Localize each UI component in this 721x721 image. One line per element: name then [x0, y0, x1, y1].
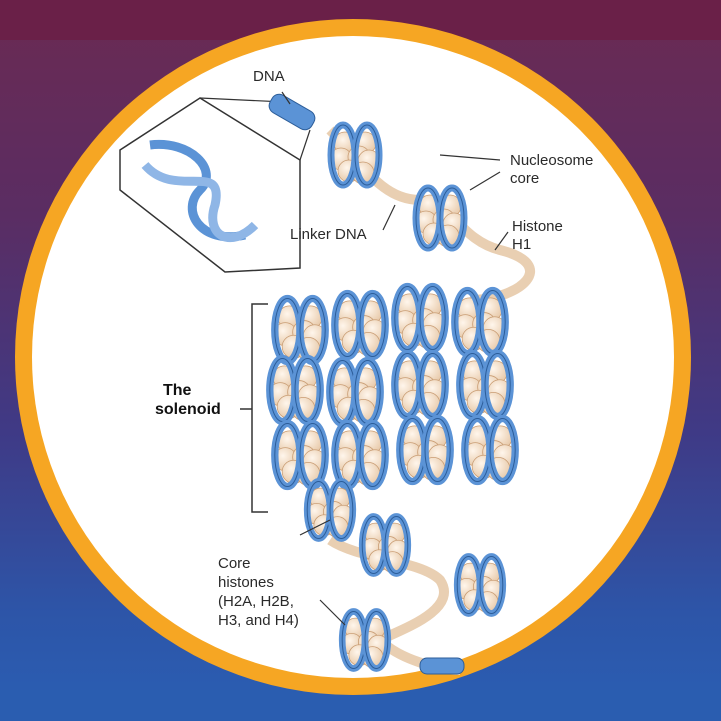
nucleosome: [394, 354, 447, 417]
nucleosome: [306, 482, 353, 539]
nucleosome: [454, 291, 507, 354]
nucleosome: [334, 294, 387, 357]
label-histone-h1-line1: Histone: [512, 218, 563, 235]
label-solenoid-line1: The: [163, 381, 191, 400]
label-nucleosome-core-line1: Nucleosome: [510, 152, 593, 169]
label-linker-dna: Linker DNA: [290, 226, 367, 243]
label-core-histones-line1: Core: [218, 555, 251, 572]
nucleosome: [361, 517, 408, 574]
nucleosome: [456, 557, 503, 614]
label-histone-h1-line2: H1: [512, 236, 531, 253]
nucleosome: [341, 612, 388, 669]
nucleosome: [274, 424, 327, 487]
nucleosome: [334, 424, 387, 487]
label-nucleosome-core-line2: core: [510, 170, 539, 187]
label-dna: DNA: [253, 68, 285, 85]
label-core-histones-line4: H3, and H4): [218, 612, 299, 629]
dna-strand-end: [266, 91, 318, 132]
nucleosome: [394, 287, 447, 350]
nucleosome: [415, 188, 465, 248]
nucleosome: [464, 419, 517, 482]
label-solenoid-line2: solenoid: [155, 400, 221, 419]
nucleosome: [399, 419, 452, 482]
label-core-histones-line3: (H2A, H2B,: [218, 593, 294, 610]
nucleosome: [274, 299, 327, 362]
nucleosome: [459, 354, 512, 417]
dna-strand-tail: [420, 658, 464, 674]
nucleosomes: [269, 125, 517, 674]
nucleosome: [269, 359, 322, 422]
dna-inset-box: [120, 98, 310, 272]
nucleosome: [329, 361, 382, 424]
label-core-histones-line2: histones: [218, 574, 274, 591]
nucleosome: [330, 125, 380, 185]
solenoid-bracket: [240, 304, 268, 512]
